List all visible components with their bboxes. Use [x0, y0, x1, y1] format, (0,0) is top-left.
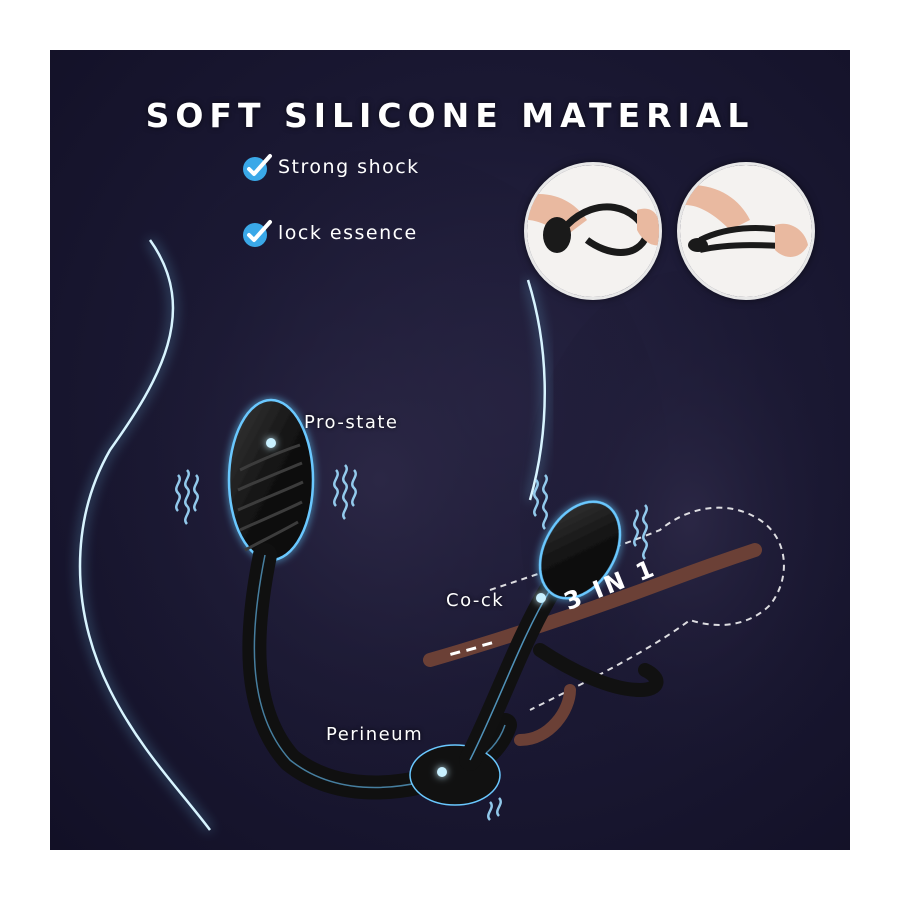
feature-item-lock-essence: lock essence [240, 216, 418, 250]
feature-text: Strong shock [278, 156, 420, 178]
indicator-dots [266, 438, 546, 777]
product-illustration [77, 150, 850, 832]
dashed-outline-icon [489, 506, 785, 711]
body-silhouette-2 [520, 270, 850, 770]
detail-photo-stretch [524, 162, 662, 300]
detail-photo-ring [677, 162, 815, 300]
checkmark-icon [243, 220, 272, 247]
glow-curve-left-line [78, 239, 211, 831]
dash-arrow [450, 641, 493, 656]
cock-ring [533, 643, 664, 698]
urethra-loop [514, 684, 576, 746]
checkmark-icon [243, 154, 272, 181]
ribbed-texture [237, 443, 304, 552]
glow-curve-right-line [526, 279, 546, 501]
vibration-icon [175, 464, 648, 821]
hand-stretch-illustration [527, 165, 659, 297]
label-perineum: Perineum [326, 724, 424, 745]
label-cock: Co-ck [446, 590, 505, 611]
feature-item-strong-shock: Strong shock [240, 150, 420, 184]
product-image-frame: SOFT SILICONE MATERIAL Strong shock lock… [50, 50, 850, 850]
ring-arm-edge [469, 589, 551, 761]
headline: SOFT SILICONE MATERIAL [145, 96, 755, 135]
perineum-stimulator [409, 744, 501, 806]
feature-text: lock essence [278, 222, 418, 244]
hand-ring-illustration [680, 165, 812, 297]
label-prostate: Pro-state [304, 412, 399, 433]
ring-vibrator-head [538, 500, 622, 600]
